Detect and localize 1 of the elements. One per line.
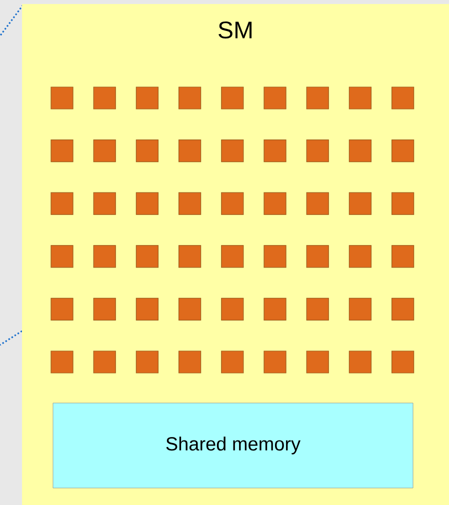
memory-box: Shared memory	[52, 402, 414, 488]
